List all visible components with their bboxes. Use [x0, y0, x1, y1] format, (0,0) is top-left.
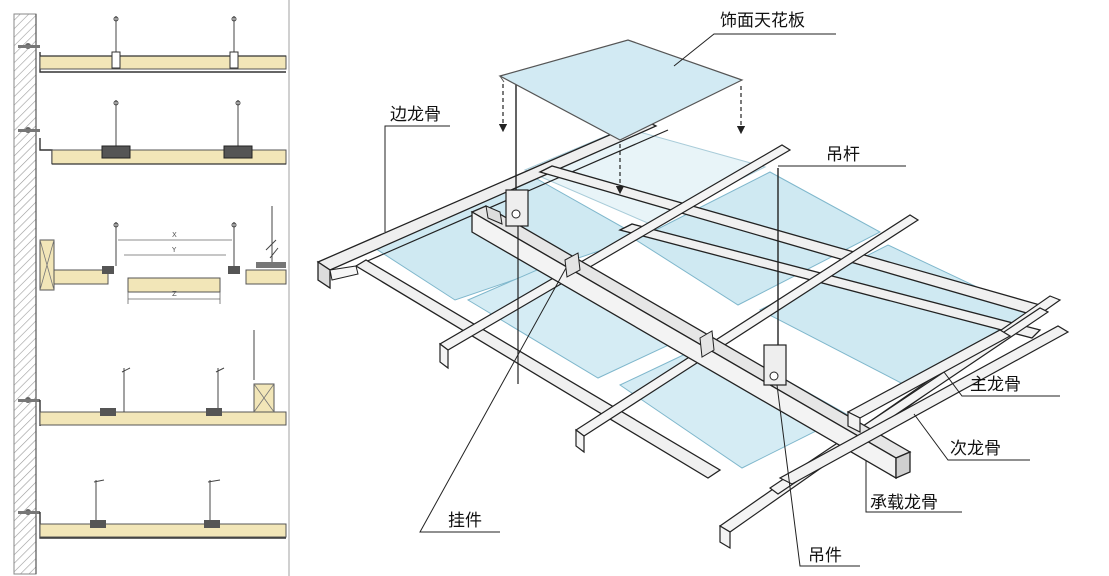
label-finish-panel: 饰面天花板 — [720, 11, 805, 31]
label-clip: 挂件 — [448, 511, 482, 531]
label-sub-keel: 次龙骨 — [950, 439, 1001, 459]
main-keels — [778, 325, 1070, 485]
label-hanger-rod: 吊杆 — [826, 145, 860, 165]
ceiling-strip — [39, 55, 287, 70]
label-hanger: 吊件 — [808, 546, 842, 566]
callout-leaders — [384, 33, 1060, 567]
hanger-clip-1 — [505, 80, 529, 227]
ceiling-panel — [634, 171, 882, 306]
ceiling-strip — [39, 523, 287, 538]
sub-keels — [354, 165, 1042, 479]
wall — [13, 13, 37, 575]
label-edge-keel: 边龙骨 — [390, 105, 441, 125]
ceiling-grid-iso — [316, 39, 1070, 550]
label-main-keel: 主龙骨 — [970, 375, 1021, 395]
dim-z-label: Z — [172, 290, 177, 298]
leader-edge-keel — [384, 125, 450, 232]
leader-hanger — [776, 384, 860, 567]
clip-piece — [564, 252, 715, 358]
hanger-clip-2 — [763, 168, 787, 386]
section-detail-2 — [18, 100, 287, 165]
leader-main-keel — [943, 371, 1060, 397]
leader-clip — [419, 267, 567, 533]
section-detail-1 — [18, 16, 287, 73]
finish-ceiling-panel — [498, 39, 746, 195]
dim-x-label: X — [172, 231, 177, 239]
leader-sub-keel — [913, 413, 1030, 461]
section-detail-5 — [18, 479, 287, 539]
section-detail-4 — [18, 330, 287, 426]
leader-bearing-keel — [865, 460, 962, 513]
bearing-keel — [470, 205, 912, 480]
callout-labels: 饰面天花板 边龙骨 吊杆 主龙骨 次龙骨 承载龙骨 挂件 吊件 — [390, 11, 1021, 566]
leader-panel — [673, 33, 836, 67]
section-detail-3: X Y Z — [39, 206, 287, 304]
ceiling-strip — [39, 411, 287, 426]
label-bearing-keel: 承载龙骨 — [870, 493, 938, 513]
dim-y-label: Y — [171, 246, 177, 254]
section-details: X Y Z — [13, 0, 290, 576]
